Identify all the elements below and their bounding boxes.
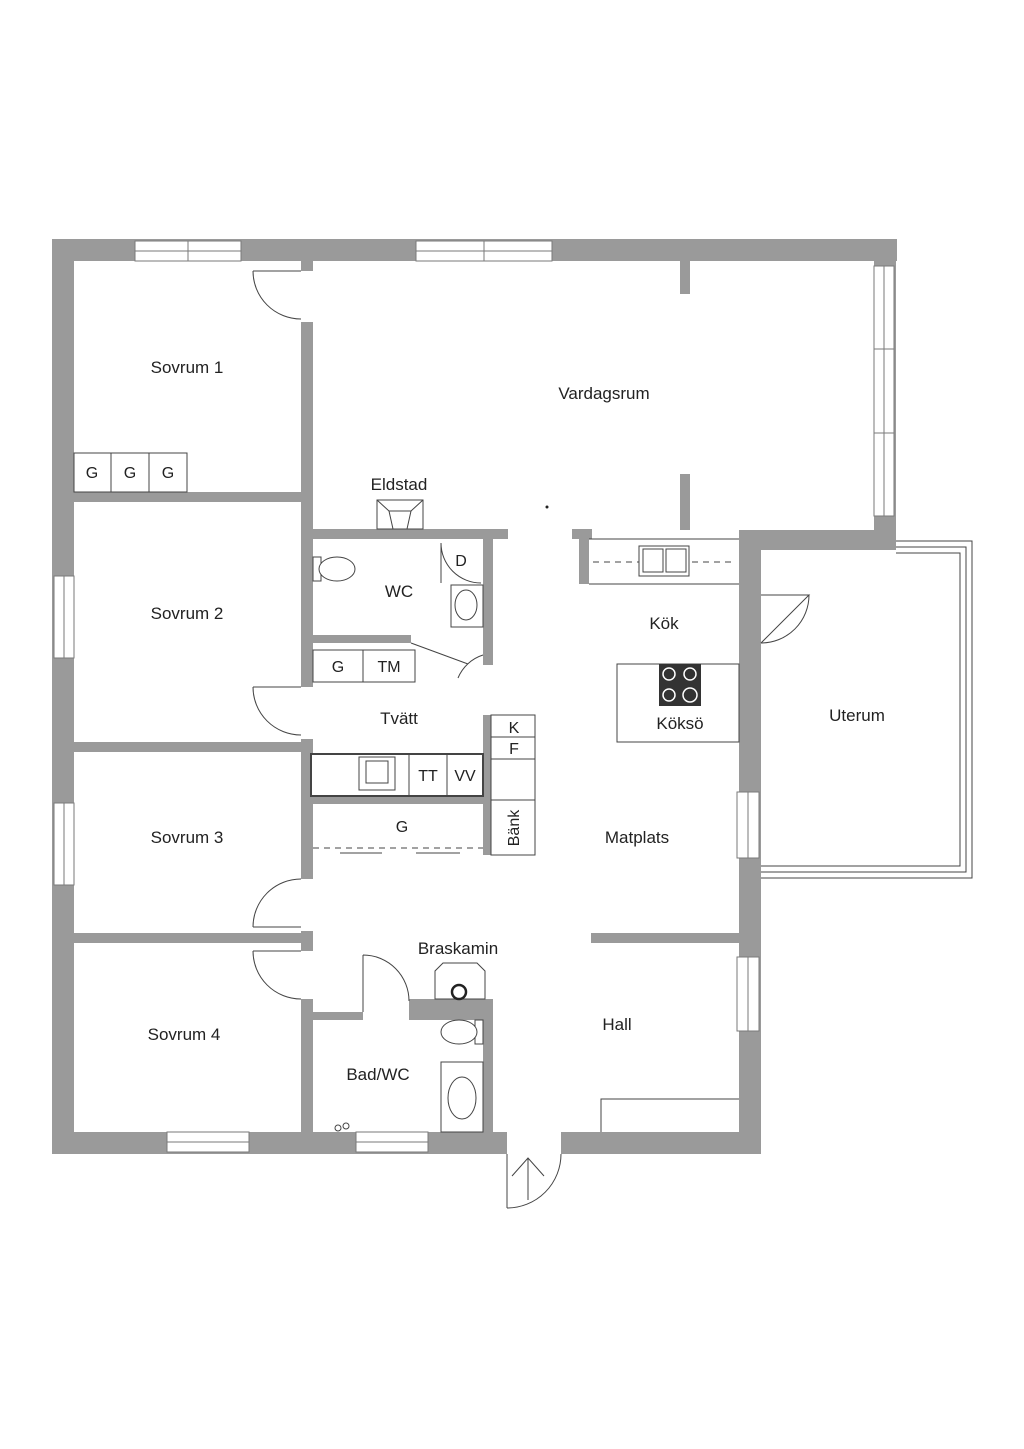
- label-wardrobe-1: G: [86, 465, 98, 482]
- label-wardrobe-tvatt: G: [332, 659, 344, 676]
- label-eldstad: Eldstad: [371, 475, 428, 494]
- label-wardrobe-2: G: [124, 465, 136, 482]
- label-sovrum1: Sovrum 1: [151, 358, 224, 377]
- label-vardagsrum: Vardagsrum: [558, 384, 649, 403]
- label-matplats: Matplats: [605, 828, 669, 847]
- label-drying-cabinet: TM: [377, 659, 400, 676]
- fridge-freezer-bench: [490, 714, 536, 856]
- label-tvatt: Tvätt: [380, 709, 418, 728]
- windows: [53, 240, 895, 1153]
- label-sovrum4: Sovrum 4: [148, 1025, 221, 1044]
- hall-wardrobe: [313, 847, 483, 854]
- label-wc: WC: [385, 582, 413, 601]
- room-labels: Sovrum 1 Vardagsrum Eldstad Sovrum 2 WC …: [148, 358, 885, 1084]
- uterum-glazing: [761, 540, 973, 879]
- laundry-counter: [310, 753, 484, 797]
- fireplace-icon: [376, 499, 424, 530]
- label-koksö: Köksö: [656, 714, 703, 733]
- bath-toilet-icon: [440, 1019, 484, 1045]
- entrance-arrow: [511, 1157, 545, 1200]
- label-sovrum3: Sovrum 3: [151, 828, 224, 847]
- tvatt-cabinets: [312, 649, 416, 683]
- center-dot: [545, 505, 549, 509]
- label-fridge: K: [509, 720, 520, 737]
- label-badwc: Bad/WC: [346, 1065, 409, 1084]
- stove-icon: [659, 664, 701, 706]
- wood-stove-icon: [434, 962, 486, 1001]
- label-wardrobe-hall: G: [396, 819, 408, 836]
- fixture-labels: G G G D G TM TT VV G K F Bänk: [86, 465, 523, 846]
- sink-icon: [450, 584, 484, 628]
- kitchen-sink-icon: [638, 545, 690, 577]
- label-kok: Kök: [649, 614, 679, 633]
- sovrum1-wardrobes: [73, 452, 188, 493]
- doors: [252, 270, 811, 1209]
- bath-faucet-icon: [334, 1122, 350, 1132]
- label-tumble-dryer: TT: [418, 768, 438, 785]
- label-dryer-cabinet: D: [455, 553, 467, 570]
- bath-sink-icon: [440, 1061, 484, 1133]
- kitchen-island: [616, 663, 740, 743]
- label-hall: Hall: [602, 1015, 631, 1034]
- hall-bench: [600, 1098, 739, 1132]
- label-freezer: F: [509, 741, 519, 758]
- label-braskamin: Braskamin: [418, 939, 498, 958]
- label-uterum: Uterum: [829, 706, 885, 725]
- label-sovrum2: Sovrum 2: [151, 604, 224, 623]
- label-wardrobe-3: G: [162, 465, 174, 482]
- label-washer: VV: [454, 768, 476, 785]
- kitchen-counter: [589, 538, 739, 585]
- label-bench: Bänk: [506, 809, 523, 846]
- toilet-icon: [312, 556, 356, 582]
- interior-walls: [74, 261, 739, 1132]
